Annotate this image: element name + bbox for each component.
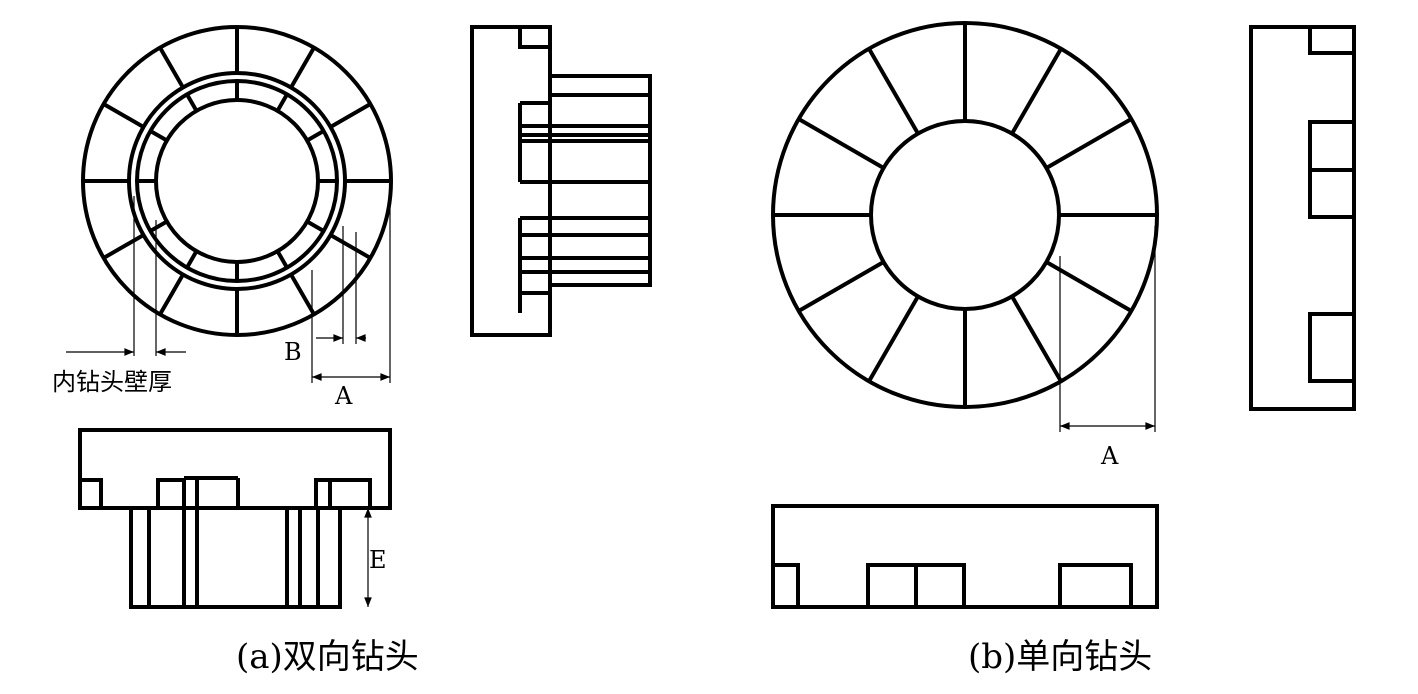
outer-segment-line: [158, 273, 185, 316]
segment-line: [1010, 47, 1063, 135]
outer-segment-line: [158, 46, 185, 89]
caption-single-drill: (b)单向钻头: [968, 637, 1152, 677]
segment-line: [797, 260, 885, 313]
segment-line: [1010, 295, 1063, 383]
segment-lines: [773, 23, 1157, 407]
single-drill-side-view: [1249, 25, 1356, 411]
inner-segment-line: [149, 129, 168, 143]
outer-segment-line: [289, 273, 316, 316]
single-drill-dimensions: [1059, 226, 1156, 432]
double-drill-front-view: [78, 428, 392, 609]
segment-line: [797, 117, 885, 170]
inner-wall-thickness-label: 内钻头壁厚: [52, 368, 172, 396]
double-drill-top-view: [81, 25, 393, 337]
inner-segment-line: [149, 219, 168, 233]
inner-segment-line: [275, 93, 289, 112]
outer-segment-line: [289, 46, 316, 89]
inner-segment-line: [185, 250, 199, 269]
outer-segment-lines: [83, 27, 391, 335]
outer-segment-line: [102, 102, 145, 129]
single-drill-front-view: [771, 504, 1159, 609]
inner-segment-line: [306, 219, 325, 233]
double-drill-dimensions: [66, 186, 391, 608]
segment-line: [867, 47, 920, 135]
dimension-e-label: E: [369, 546, 387, 574]
segment-line: [1045, 117, 1133, 170]
dimension-a-label: A: [334, 382, 353, 410]
outer-segment-line: [329, 102, 372, 129]
segment-line: [867, 295, 920, 383]
dimension-b-label: B: [284, 338, 302, 366]
inner-segment-line: [275, 250, 289, 269]
dimension-a-label-right: A: [1100, 442, 1119, 470]
outer-segment-line: [329, 233, 372, 260]
single-drill-top-view: [771, 21, 1159, 409]
inner-segment-line: [185, 93, 199, 112]
inner-segment-lines: [137, 81, 337, 281]
outer-segment-line: [102, 233, 145, 260]
inner-segment-line: [306, 129, 325, 143]
double-drill-side-view: [470, 25, 652, 337]
segment-line: [1045, 260, 1133, 313]
caption-double-drill: (a)双向钻头: [236, 637, 419, 677]
